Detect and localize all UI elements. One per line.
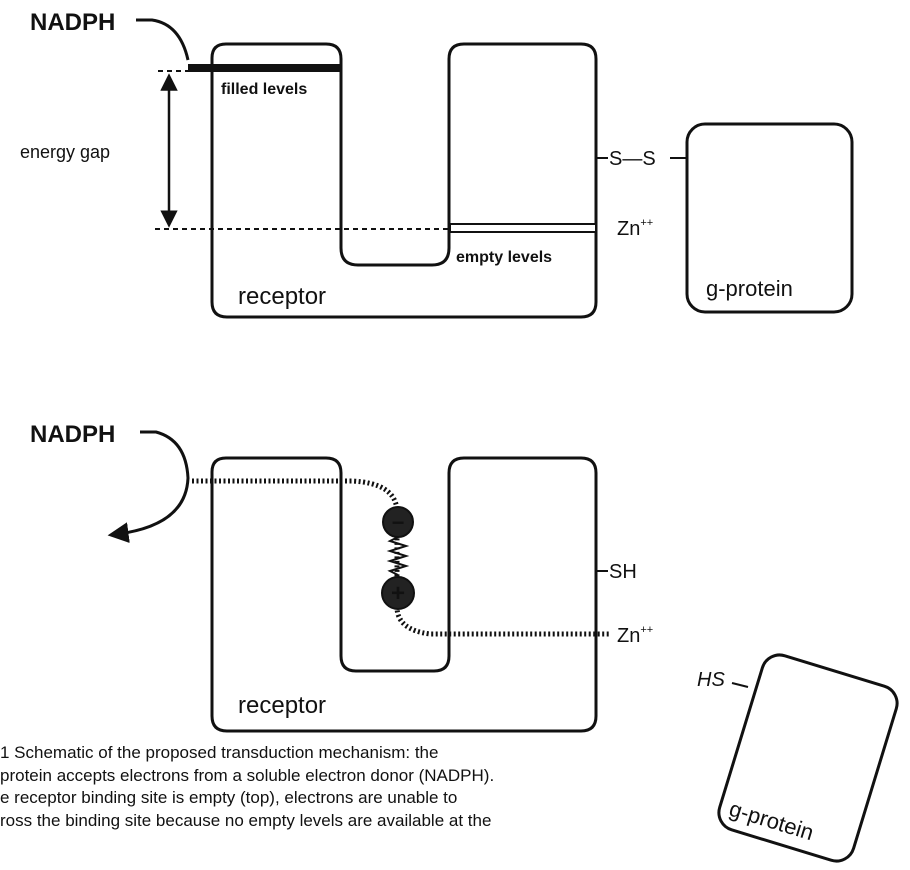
caption-line-1: 1 Schematic of the proposed transduction… [0, 743, 439, 762]
bottom-electron-symbol: − [392, 510, 405, 535]
bottom-receptor-label: receptor [238, 692, 326, 719]
bottom-spring [386, 536, 410, 576]
bottom-electron-path [192, 478, 610, 637]
top-g-protein-box [685, 122, 854, 314]
top-panel: NADPH filled levels energy gap empty lev… [20, 9, 854, 319]
bottom-nadph-arrow [107, 430, 190, 544]
bottom-g-protein: g-protein [717, 653, 899, 863]
bottom-panel: NADPH − + SH Zn++ receptor g-protein HS [30, 421, 899, 863]
top-ss-bridge-label: S—S [609, 148, 656, 170]
bottom-hole-symbol: + [391, 580, 405, 607]
bottom-g-protein-label: g-protein [726, 796, 816, 845]
top-nadph-label: NADPH [30, 9, 115, 36]
top-receptor-label: receptor [238, 283, 326, 310]
bottom-hs-label: HS [697, 669, 725, 691]
figure-caption: 1 Schematic of the proposed transduction… [0, 742, 660, 832]
top-filled-levels-bar [188, 64, 341, 72]
bottom-receptor-outline [210, 456, 598, 733]
bottom-hole-circle [381, 576, 415, 610]
top-filled-levels-label: filled levels [221, 81, 307, 98]
caption-line-2: protein accepts electrons from a soluble… [0, 765, 495, 785]
top-g-protein-label: g-protein [706, 276, 793, 301]
bottom-hs-stub [731, 682, 749, 688]
bottom-zn-label: Zn++ [617, 624, 653, 647]
top-zn-label: Zn++ [617, 217, 653, 240]
bottom-nadph-label: NADPH [30, 421, 115, 448]
top-energy-gap-label: energy gap [20, 142, 110, 162]
top-receptor-outline [210, 42, 598, 319]
top-empty-levels-label: empty levels [456, 249, 552, 266]
bottom-sh-label: SH [609, 561, 637, 583]
top-empty-levels-bar [449, 223, 597, 233]
bottom-g-protein-box [717, 653, 899, 863]
caption-line-4: ross the binding site because no empty l… [0, 810, 492, 830]
caption-line-3: e receptor binding site is empty (top), … [0, 788, 458, 807]
top-nadph-curve [136, 18, 190, 61]
